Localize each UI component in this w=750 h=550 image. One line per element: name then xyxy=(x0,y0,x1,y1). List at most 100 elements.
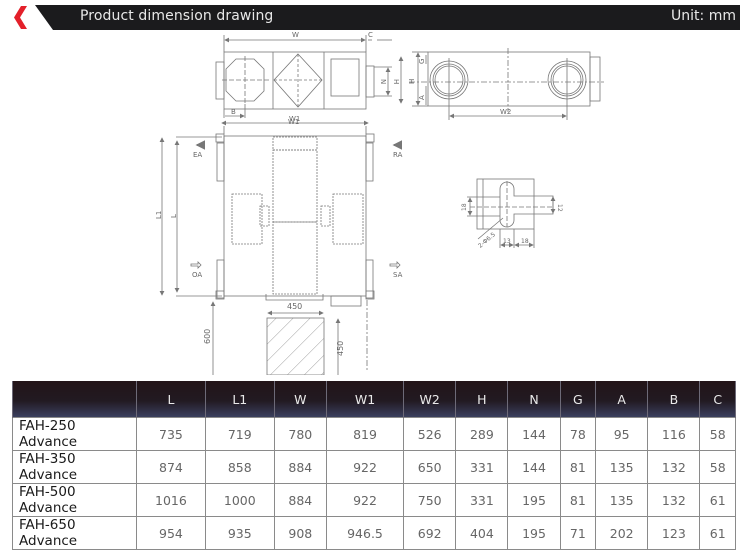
cell-b: 132 xyxy=(647,483,701,517)
mounting-bracket xyxy=(467,178,556,248)
cell-l: 735 xyxy=(136,417,206,451)
cell-b: 116 xyxy=(647,417,701,451)
cell-c: 61 xyxy=(699,483,736,517)
table-row: FAH-350 Advance 874 858 884 922 650 331 … xyxy=(12,450,736,484)
svg-text:RA: RA xyxy=(393,151,403,159)
svg-text:18: 18 xyxy=(461,203,468,211)
svg-text:H: H xyxy=(408,79,416,84)
plan-view xyxy=(159,126,402,370)
service-area-labels: 450 600 450 xyxy=(203,302,345,356)
svg-text:G: G xyxy=(418,59,426,64)
svg-text:W2: W2 xyxy=(500,108,511,116)
cell-l1: 719 xyxy=(204,417,275,451)
dimension-drawing: W C N H B W1 G H A W2 xyxy=(155,31,604,375)
svg-text:C: C xyxy=(368,31,373,39)
cell-h: 289 xyxy=(455,417,509,451)
column-header-w1: W1 xyxy=(325,381,405,418)
model-name: FAH-250 Advance xyxy=(12,417,137,451)
cell-g: 81 xyxy=(559,450,597,484)
svg-text:450: 450 xyxy=(287,302,302,311)
cell-c: 61 xyxy=(699,516,736,550)
cell-c: 58 xyxy=(699,450,736,484)
svg-text:W1: W1 xyxy=(289,115,300,123)
column-header-w: W xyxy=(273,381,327,418)
cell-g: 78 xyxy=(559,417,597,451)
model-name: FAH-350 Advance xyxy=(12,450,137,484)
cell-w2: 750 xyxy=(403,483,457,517)
table-header-row: L L1 W W1 W2 H N G A B C xyxy=(12,381,736,418)
svg-text:18: 18 xyxy=(521,238,529,245)
svg-text:B: B xyxy=(231,108,236,116)
cell-w: 908 xyxy=(273,516,327,550)
cell-a: 95 xyxy=(595,417,649,451)
column-header-n: N xyxy=(507,381,561,418)
cell-l1: 858 xyxy=(204,450,275,484)
svg-text:12: 12 xyxy=(556,204,563,212)
cell-h: 331 xyxy=(455,483,509,517)
cell-h: 331 xyxy=(455,450,509,484)
cell-g: 81 xyxy=(559,483,597,517)
cell-n: 144 xyxy=(507,450,561,484)
column-header-h: H xyxy=(455,381,509,418)
column-header-a: A xyxy=(595,381,649,418)
model-name: FAH-500 Advance xyxy=(12,483,137,517)
header-bar xyxy=(35,5,740,30)
table-row: FAH-500 Advance 1016 1000 884 922 750 33… xyxy=(12,483,736,517)
cell-w1: 946.5 xyxy=(325,516,405,550)
cell-w: 884 xyxy=(273,450,327,484)
column-header-b: B xyxy=(647,381,701,418)
side-view-labels: G H A W2 xyxy=(408,59,511,116)
svg-text:EA: EA xyxy=(193,151,202,159)
cell-b: 123 xyxy=(647,516,701,550)
cell-b: 132 xyxy=(647,450,701,484)
column-header-l1: L1 xyxy=(204,381,275,418)
cell-w1: 922 xyxy=(325,483,405,517)
svg-text:N: N xyxy=(379,79,387,84)
svg-text:A: A xyxy=(418,95,426,100)
unit-label: Unit: mm xyxy=(671,8,736,24)
svg-text:450: 450 xyxy=(336,341,345,356)
cell-w2: 692 xyxy=(403,516,457,550)
chevron-left-icon xyxy=(14,6,27,29)
plan-view-labels: W1 L1 L EA RA OA SA xyxy=(155,118,403,279)
column-header-w2: W2 xyxy=(403,381,457,418)
cell-l: 1016 xyxy=(136,483,206,517)
svg-text:W1: W1 xyxy=(288,118,299,126)
cell-a: 135 xyxy=(595,450,649,484)
svg-text:W: W xyxy=(292,31,299,39)
mounting-bracket-labels: 18 12 2-Φ6.5 13 18 xyxy=(461,203,563,249)
cell-a: 202 xyxy=(595,516,649,550)
svg-text:L: L xyxy=(170,214,178,218)
cell-n: 195 xyxy=(507,483,561,517)
side-view xyxy=(409,48,604,120)
cell-c: 58 xyxy=(699,417,736,451)
service-area xyxy=(210,301,341,375)
top-view xyxy=(215,35,404,126)
cell-w1: 819 xyxy=(325,417,405,451)
column-header-model xyxy=(12,381,137,418)
section-header: Product dimension drawing Unit: mm xyxy=(0,5,750,30)
svg-text:13: 13 xyxy=(503,238,511,245)
cell-l1: 1000 xyxy=(204,483,275,517)
table-row: FAH-250 Advance 735 719 780 819 526 289 … xyxy=(12,417,736,451)
model-name: FAH-650 Advance xyxy=(12,516,137,550)
column-header-c: C xyxy=(699,381,736,418)
svg-text:SA: SA xyxy=(393,271,403,279)
table-row: FAH-650 Advance 954 935 908 946.5 692 40… xyxy=(12,516,736,550)
cell-l: 874 xyxy=(136,450,206,484)
cell-n: 195 xyxy=(507,516,561,550)
cell-n: 144 xyxy=(507,417,561,451)
cell-w: 884 xyxy=(273,483,327,517)
column-header-l: L xyxy=(136,381,206,418)
dimension-table: L L1 W W1 W2 H N G A B C FAH-250 Advance… xyxy=(12,381,736,550)
cell-w2: 650 xyxy=(403,450,457,484)
cell-h: 404 xyxy=(455,516,509,550)
svg-text:H: H xyxy=(392,79,400,84)
cell-w: 780 xyxy=(273,417,327,451)
svg-text:OA: OA xyxy=(192,271,202,279)
cell-g: 71 xyxy=(559,516,597,550)
cell-l1: 935 xyxy=(204,516,275,550)
cell-w2: 526 xyxy=(403,417,457,451)
cell-w1: 922 xyxy=(325,450,405,484)
cell-l: 954 xyxy=(136,516,206,550)
